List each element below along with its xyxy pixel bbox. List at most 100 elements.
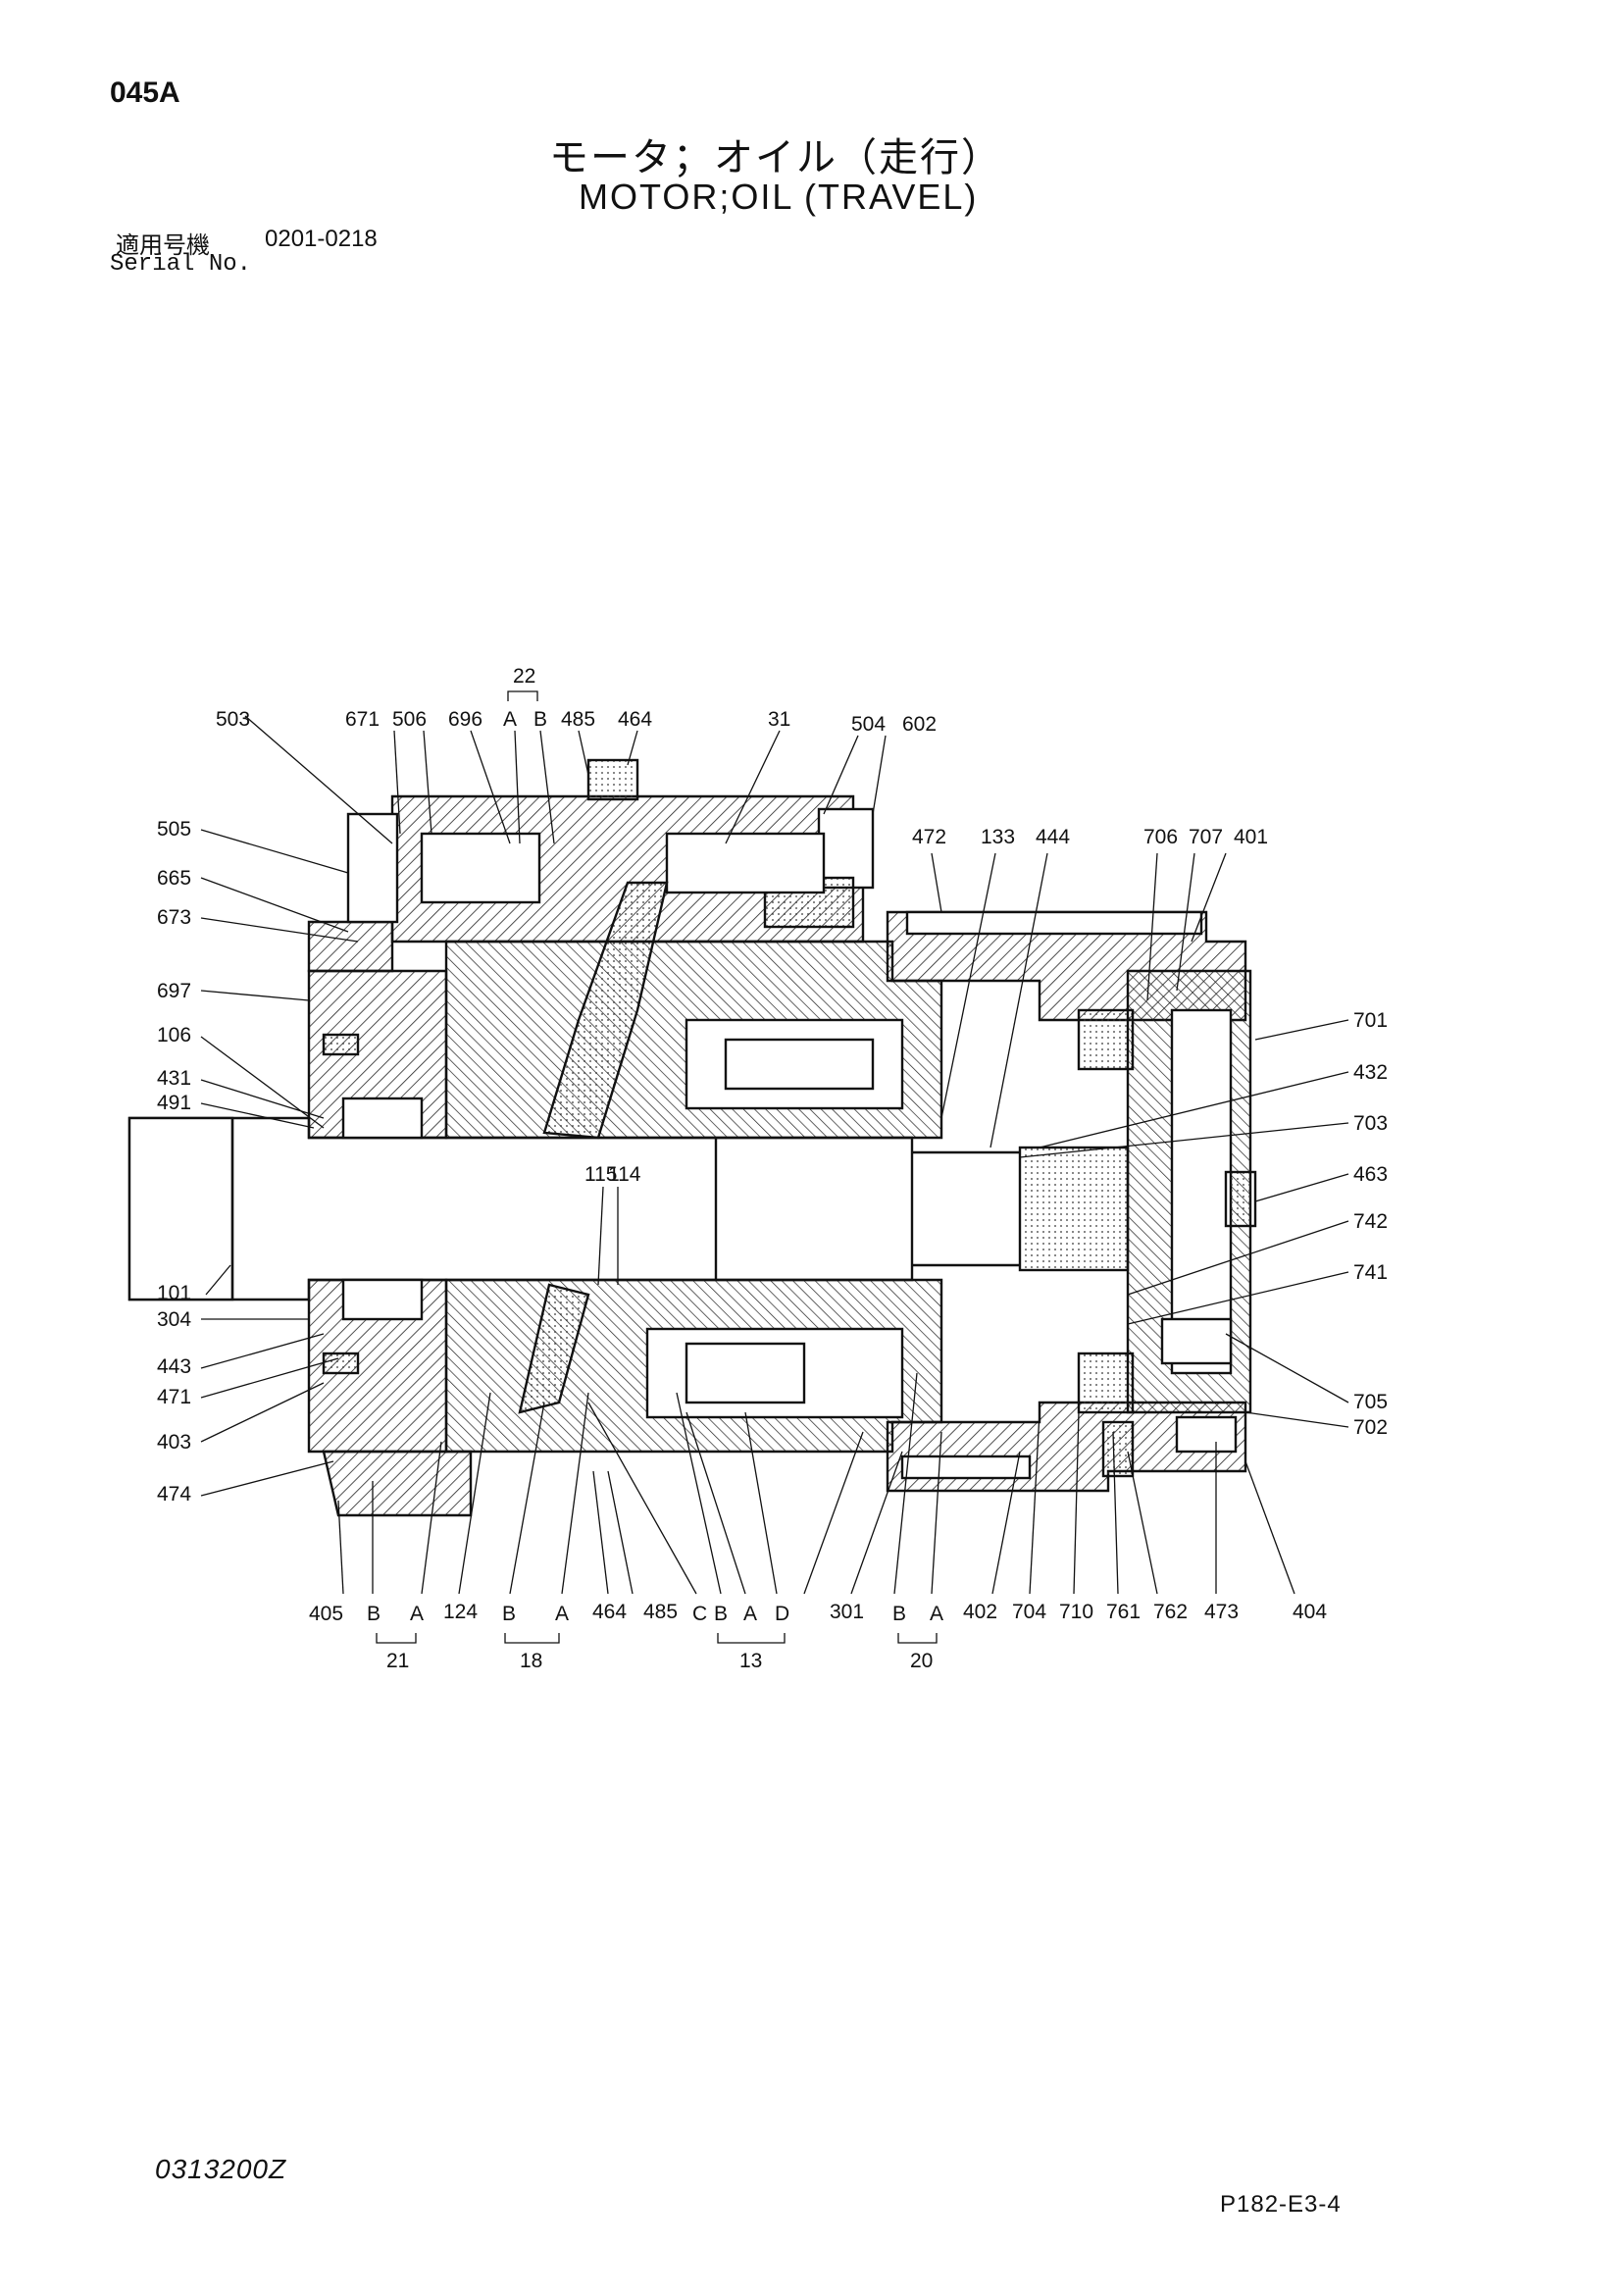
callout-group-18: 18 (520, 1650, 542, 1672)
swash-plate-upper (542, 881, 669, 1140)
callout-115: 115 (584, 1163, 617, 1186)
piston-inner-upper (724, 1038, 875, 1091)
callout-701: 701 (1353, 1009, 1388, 1032)
callout-31: 31 (768, 708, 790, 731)
piston-inner-lower (685, 1342, 806, 1404)
callout-403: 403 (157, 1431, 191, 1454)
shaft-spline (1018, 1146, 1130, 1272)
callout-444: 444 (1036, 826, 1070, 848)
callout-106: 106 (157, 1024, 191, 1046)
callout-696: 696 (448, 708, 482, 731)
callout-group-20: 20 (910, 1650, 933, 1672)
callout-485-bottom: 485 (643, 1601, 678, 1623)
gear-top (1077, 1008, 1135, 1071)
callout-22-b: B (533, 708, 547, 731)
shaft (127, 1116, 914, 1301)
left-flange-top (307, 920, 394, 973)
callout-762: 762 (1153, 1601, 1188, 1623)
callout-761: 761 (1106, 1601, 1141, 1623)
bolt-bottom (900, 1454, 1032, 1480)
spool-b (665, 832, 826, 894)
callout-22: 22 (513, 665, 535, 688)
callout-742: 742 (1353, 1210, 1388, 1233)
callout-505: 505 (157, 818, 191, 841)
callout-18-a: A (555, 1603, 569, 1625)
bearing-lower (341, 1278, 424, 1321)
callout-114: 114 (608, 1163, 641, 1186)
callout-124: 124 (443, 1601, 478, 1623)
callout-506: 506 (392, 708, 427, 731)
document-code: 0313200Z (155, 2154, 287, 2184)
callout-665: 665 (157, 867, 191, 890)
callout-443: 443 (157, 1355, 191, 1378)
swash-plate-lower (518, 1283, 590, 1414)
callout-673: 673 (157, 906, 191, 929)
callout-503: 503 (216, 708, 250, 731)
bolt-top (905, 910, 1203, 936)
callout-710: 710 (1059, 1601, 1093, 1623)
callout-405: 405 (309, 1603, 343, 1625)
bearing-upper (341, 1097, 424, 1140)
serial-label-english: Serial No. (110, 251, 252, 278)
callout-133: 133 (981, 826, 1015, 848)
callout-697: 697 (157, 980, 191, 1002)
callout-401: 401 (1234, 826, 1268, 848)
serial-label-japanese: 適用号機 (116, 231, 210, 259)
callout-703: 703 (1353, 1112, 1388, 1135)
diagram-geometry (127, 758, 1257, 1517)
page-code: 045A (110, 77, 180, 109)
leader-lines (200, 690, 1349, 1644)
callout-13-c: C (692, 1603, 707, 1625)
callout-671: 671 (345, 708, 380, 731)
callout-504: 504 (851, 713, 886, 736)
callout-13-a: A (743, 1603, 757, 1625)
valve-port-top (586, 758, 639, 801)
callout-13-b: B (714, 1603, 728, 1625)
callout-491: 491 (157, 1092, 191, 1114)
callout-21-b: B (367, 1603, 381, 1625)
title-japanese: モータ；オイル（走行） (549, 135, 1002, 180)
callout-404: 404 (1293, 1601, 1327, 1623)
callout-463: 463 (1353, 1163, 1388, 1186)
valve-plug-right (817, 807, 875, 890)
callout-702: 702 (1353, 1416, 1388, 1439)
callout-741: 741 (1353, 1261, 1388, 1284)
title-english: MOTOR;OIL (TRAVEL) (579, 177, 979, 217)
callout-602: 602 (902, 713, 937, 736)
callout-304: 304 (157, 1308, 191, 1331)
callout-101: 101 (157, 1282, 191, 1304)
callout-473: 473 (1204, 1601, 1239, 1623)
callout-474: 474 (157, 1483, 191, 1505)
gear-bottom (1077, 1352, 1135, 1414)
callout-22-a: A (503, 708, 517, 731)
callout-20-a: A (930, 1603, 943, 1625)
callout-704: 704 (1012, 1601, 1046, 1623)
callout-485-top: 485 (561, 708, 595, 731)
callout-13-d: D (775, 1603, 789, 1625)
valve-plug-left (346, 812, 399, 924)
spool-a (420, 832, 541, 904)
callout-464-bottom: 464 (592, 1601, 627, 1623)
callout-431: 431 (157, 1067, 191, 1090)
callout-432: 432 (1353, 1061, 1388, 1084)
page-reference: P182-E3-4 (1220, 2191, 1342, 2218)
callout-705: 705 (1353, 1391, 1388, 1413)
callout-301: 301 (830, 1601, 864, 1623)
end-cover-cavity (1170, 1008, 1233, 1375)
callout-21-a: A (410, 1603, 424, 1625)
callout-471: 471 (157, 1386, 191, 1408)
callout-706: 706 (1143, 826, 1178, 848)
callout-labels: 22 A B 503 671 506 696 485 464 31 504 60… (157, 665, 1388, 1672)
left-flange-bottom (322, 1450, 473, 1517)
shaft-end (127, 1116, 234, 1301)
callout-20-b: B (892, 1603, 906, 1625)
callout-402: 402 (963, 1601, 997, 1623)
callout-group-21: 21 (386, 1650, 409, 1672)
callout-18-b: B (502, 1603, 516, 1625)
callout-464-top: 464 (618, 708, 652, 731)
callout-group-13: 13 (739, 1650, 762, 1672)
piston-705 (1160, 1317, 1233, 1365)
end-plug (1224, 1170, 1257, 1228)
callout-707: 707 (1189, 826, 1223, 848)
